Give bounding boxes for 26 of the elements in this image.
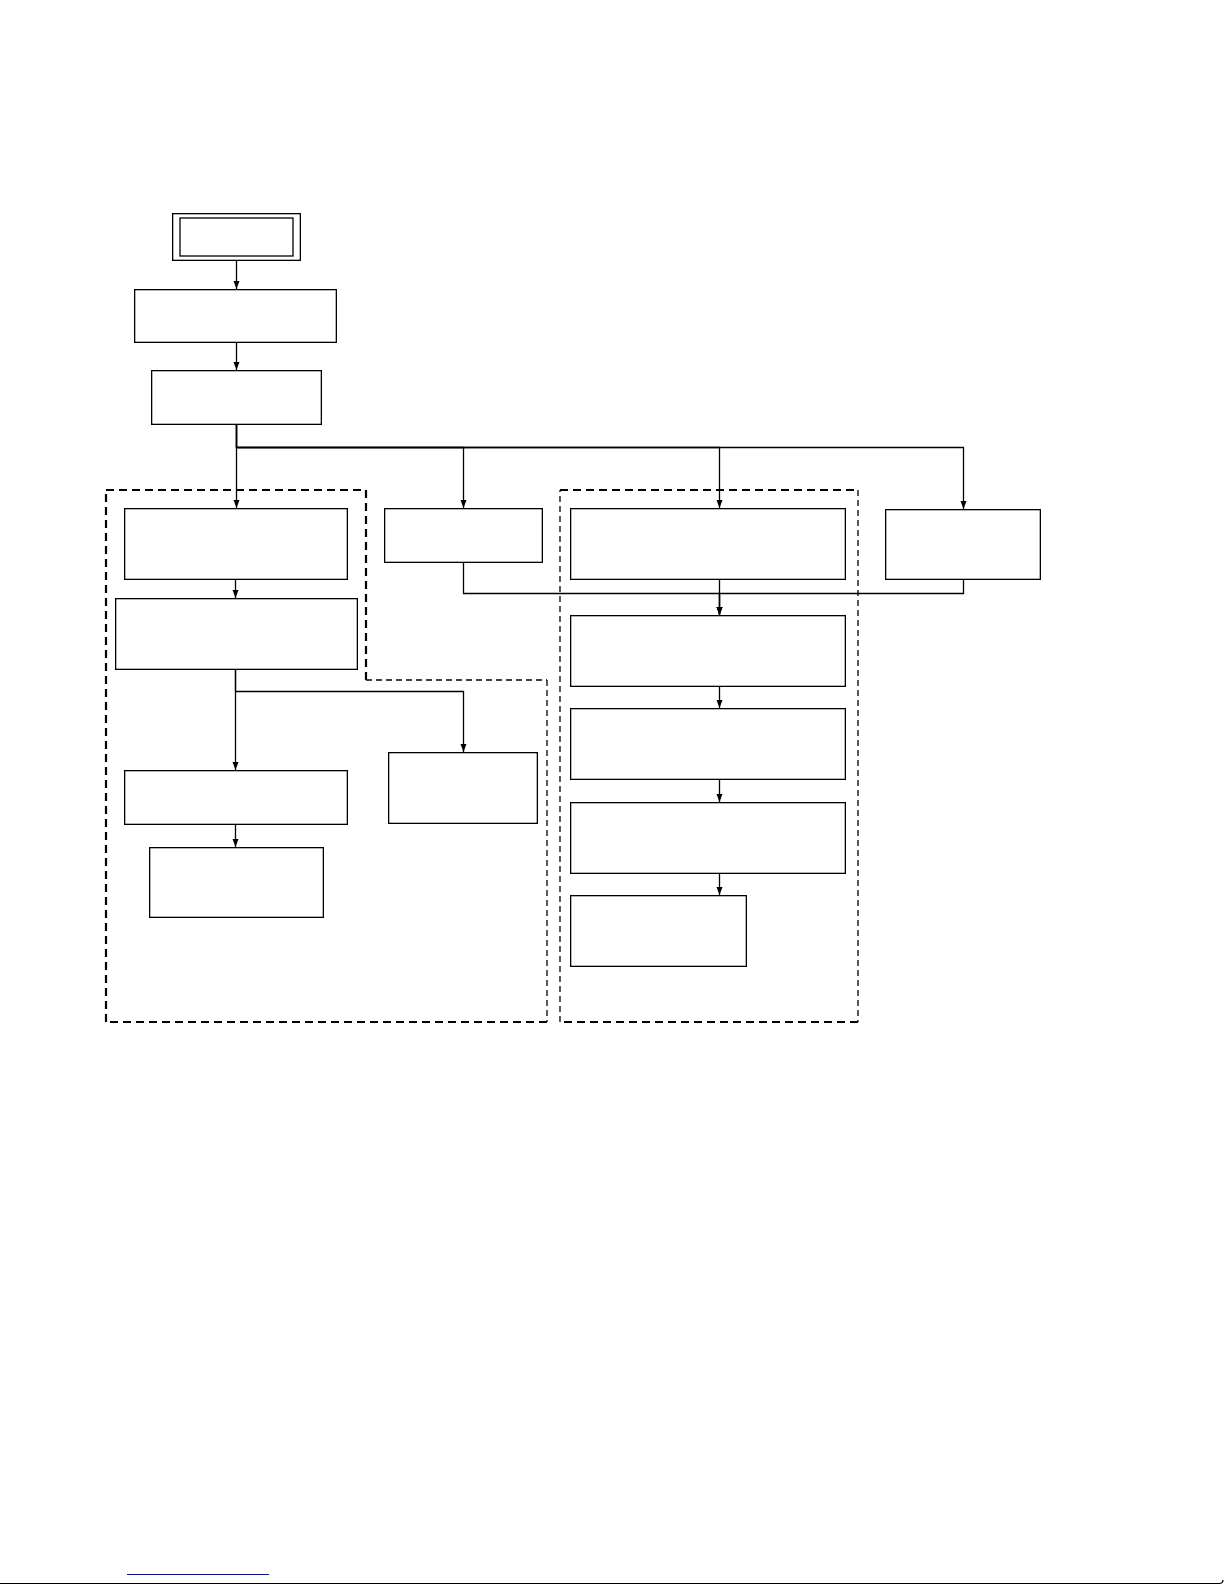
process-box (570, 615, 846, 687)
process-box (570, 802, 846, 874)
process-box (570, 508, 846, 580)
process-box (570, 895, 747, 967)
process-box (388, 752, 538, 824)
process-box (570, 708, 846, 780)
arrow (716, 686, 723, 709)
process-box (115, 598, 358, 670)
arrow (234, 669, 467, 753)
process-box (149, 847, 324, 918)
dashed-group-boundary (106, 490, 547, 1022)
arrow (232, 824, 239, 848)
arrow (716, 873, 723, 896)
process-box (134, 289, 337, 343)
double-border-box (172, 213, 301, 261)
process-box (124, 770, 348, 825)
process-box (151, 370, 322, 425)
arrow (716, 579, 965, 616)
arrow (235, 424, 967, 510)
process-box (124, 508, 348, 580)
dashed-group-boundary (560, 490, 858, 1022)
arrow (233, 260, 240, 290)
arrow (232, 579, 239, 599)
process-box (885, 509, 1041, 580)
arrow (716, 779, 723, 803)
arrow (233, 342, 240, 371)
